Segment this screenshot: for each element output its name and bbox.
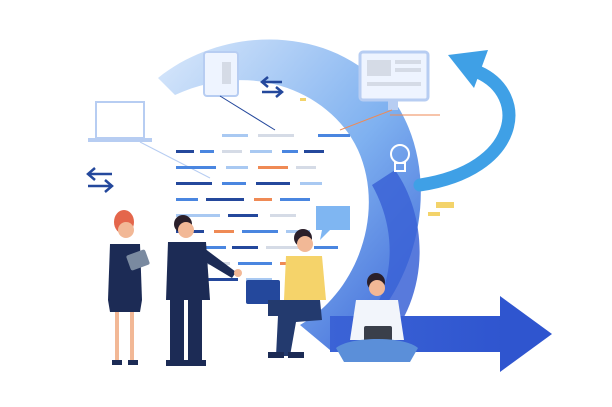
code-dash [222,182,246,185]
return-arrow-icon [413,50,516,192]
code-dash [258,134,294,137]
code-dash [258,166,288,169]
code-dash [176,214,220,217]
code-dash [206,198,244,201]
laptop-icon [246,280,280,304]
code-dash [246,278,272,281]
lightbulb-icon [390,144,410,172]
cycle-arrow-icon [158,39,421,350]
man-sitting-laptop [336,273,418,362]
sticky-note [436,202,454,208]
code-dash [296,166,316,169]
laptop-device-icon [88,101,211,179]
code-dash [222,134,248,137]
code-dash [176,198,198,201]
tablet-device-icon [203,51,276,131]
woman-with-tablet [108,210,150,365]
code-dash [232,246,258,249]
code-dash [196,246,226,249]
code-dash [200,150,214,153]
code-dash [266,246,306,249]
man-in-suit [166,215,242,366]
sticky-note [300,98,306,101]
monitor-device-icon [339,50,440,131]
code-dash [238,262,272,265]
code-dash [250,150,272,153]
code-dash [176,150,194,153]
man-yellow-shirt [246,229,326,358]
code-dash [300,182,322,185]
code-dash [214,230,234,233]
code-dash [282,150,298,153]
speech-bubble-icon [316,206,350,240]
code-dash [176,166,216,169]
code-dash [304,150,324,153]
code-dash [256,182,290,185]
code-dash [318,134,350,137]
code-dash [270,214,296,217]
code-dash [242,230,278,233]
sticky-note [428,212,440,216]
code-dash [228,214,258,217]
code-dash [226,166,248,169]
code-dash [176,182,212,185]
code-dash [254,198,272,201]
code-dash [314,246,338,249]
code-dash [222,150,242,153]
exchange-arrows-icon [86,76,284,193]
code-dash [280,198,310,201]
code-dash [206,278,238,281]
